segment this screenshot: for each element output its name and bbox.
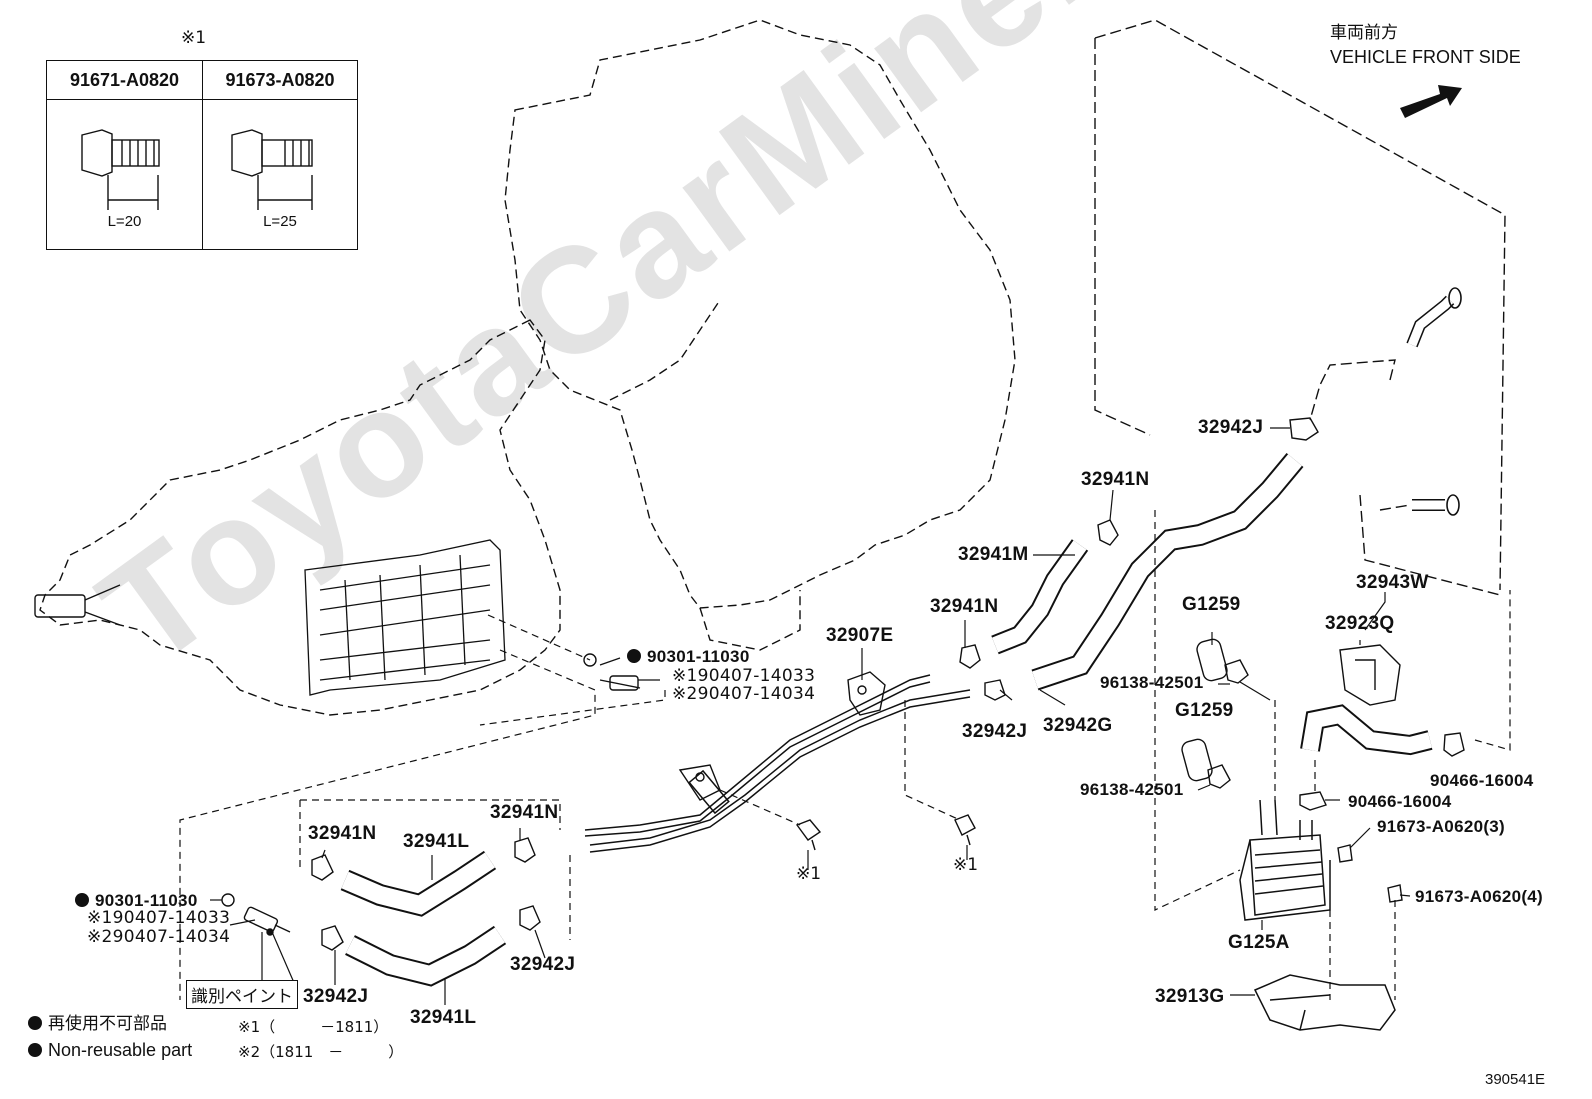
nonreusable-dot-icon <box>627 649 641 663</box>
bolt-column-2: 91673-A0820 L=25 <box>202 61 357 249</box>
bolt-part-number: 91671-A0820 <box>47 61 202 100</box>
part-label[interactable]: 91673-A0620(4) <box>1415 887 1544 906</box>
part-label[interactable]: G125A <box>1228 932 1290 953</box>
transmission-output-shaft <box>34 584 121 626</box>
part-label[interactable]: 32941N <box>308 823 377 844</box>
part-label[interactable]: ※290407-14034 <box>87 927 231 947</box>
part-label[interactable]: 32942G <box>1043 715 1113 736</box>
part-label[interactable]: ※190407-14033 <box>87 908 231 928</box>
direction-label-en: VEHICLE FRONT SIDE <box>1330 47 1521 67</box>
part-label[interactable]: 32907E <box>826 625 894 646</box>
bolt-drawing-91673 <box>231 129 313 210</box>
part-label[interactable]: 96138-42501 <box>1080 780 1184 799</box>
part-label[interactable]: 32942J <box>510 954 576 975</box>
direction-arrow <box>1400 85 1462 118</box>
assembly-lines <box>179 510 1511 1000</box>
nonreusable-dot-icon <box>75 893 89 907</box>
part-label[interactable]: G1259 <box>1182 594 1241 615</box>
radiator-area-outline <box>1094 19 1506 596</box>
part-label[interactable]: 32942J <box>962 721 1028 742</box>
identification-paint-label: 識別ペイント <box>186 980 298 1009</box>
part-label[interactable]: 32942J <box>303 986 369 1007</box>
legend-note-1: ※1（ －1811） <box>238 1018 389 1036</box>
part-label[interactable]: 91673-A0620(3) <box>1377 817 1506 836</box>
bolt-column-1: 91671-A0820 L=20 <box>47 61 202 249</box>
cooler-tubes <box>584 674 971 853</box>
transmission-pan <box>304 539 506 696</box>
part-label[interactable]: ※290407-14034 <box>672 684 816 704</box>
bolt-drawing-91671 <box>81 129 160 210</box>
nonreusable-dot-icon <box>28 1043 42 1057</box>
part-label[interactable]: 32941M <box>958 544 1029 565</box>
radiator-inlet-pipe <box>1412 494 1460 516</box>
marker-label: ※1 <box>796 864 822 884</box>
part-label-nonreusable[interactable]: 90301-11030 <box>75 892 198 909</box>
legend-nonreusable-en: Non-reusable part <box>28 1041 192 1059</box>
part-label[interactable]: 96138-42501 <box>1100 673 1204 692</box>
bolt-length: L=25 <box>263 213 297 230</box>
bolts <box>795 814 1403 903</box>
part-label[interactable]: 32941N <box>930 596 999 617</box>
part-label[interactable]: 32923Q <box>1325 613 1395 634</box>
part-label[interactable]: 90466-16004 <box>1430 771 1534 790</box>
part-label[interactable]: 32941L <box>410 1007 477 1028</box>
hose-clamps <box>311 417 1465 951</box>
figure-id: 390541E <box>1485 1071 1546 1088</box>
marker-label: ※1 <box>953 855 979 875</box>
part-label-nonreusable[interactable]: 90301-11030 <box>627 648 750 665</box>
bolt-length: L=20 <box>107 213 142 230</box>
radiator-outlet-pipe <box>1406 287 1462 348</box>
engine-outline <box>504 19 1016 651</box>
part-label[interactable]: 32941N <box>1081 469 1150 490</box>
part-label[interactable]: 32942J <box>1198 417 1264 438</box>
leader-lines <box>210 427 1411 1005</box>
part-label[interactable]: G1259 <box>1175 700 1234 721</box>
bolt-reference-table: 91671-A0820 L=20 91673-A0820 L=25 <box>46 60 358 250</box>
bracket-32913G <box>1253 974 1396 1031</box>
part-label[interactable]: 32941L <box>403 831 470 852</box>
part-label[interactable]: 90466-16004 <box>1348 792 1452 811</box>
bolt-part-number: 91673-A0820 <box>203 61 357 100</box>
part-label[interactable]: ※190407-14033 <box>672 666 816 686</box>
direction-label-jp: 車両前方 <box>1330 23 1398 43</box>
bolt-table-marker: ※1 <box>181 28 207 48</box>
clip-32923Q <box>1339 644 1401 706</box>
union-fitting-top <box>583 653 641 691</box>
part-label[interactable]: 32913G <box>1155 986 1225 1007</box>
legend-note-2: ※2（1811 － ） <box>238 1043 404 1061</box>
nonreusable-dot-icon <box>28 1016 42 1030</box>
oil-cooler-G125A <box>1239 799 1331 921</box>
hose-G1259 <box>1181 638 1228 782</box>
part-label[interactable]: 32943W <box>1356 572 1429 593</box>
union-fitting-bottom <box>221 893 291 936</box>
legend-nonreusable-jp: 再使用不可部品 <box>28 1016 167 1033</box>
transmission-outline <box>39 319 561 716</box>
part-label[interactable]: 32941N <box>490 802 559 823</box>
